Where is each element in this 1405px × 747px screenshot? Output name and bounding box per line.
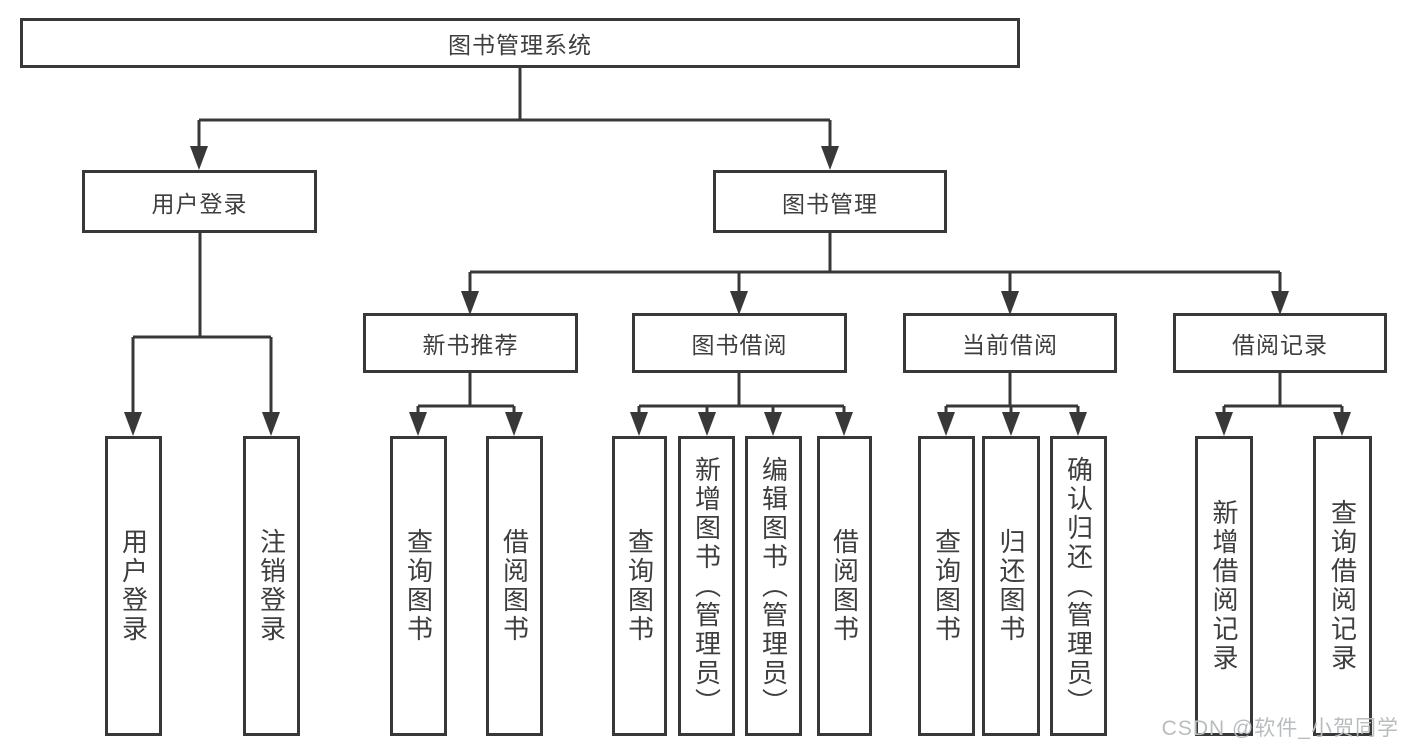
leaf-user-login: 用户登录 xyxy=(105,436,162,736)
node-user-login: 用户登录 xyxy=(82,170,317,233)
arrow-down-icon xyxy=(698,412,716,436)
arrow-down-icon xyxy=(262,412,280,436)
node-current-borrowing: 当前借阅 xyxy=(903,313,1117,373)
node-new-book-recommendation: 新书推荐 xyxy=(363,313,578,373)
arrow-down-icon xyxy=(1069,412,1087,436)
node-book-management: 图书管理 xyxy=(713,170,947,233)
leaf-borrow-book: 借阅图书 xyxy=(817,436,872,736)
leaf-add-book-admin: 新增图书（管理员） xyxy=(678,436,735,736)
arrow-down-icon xyxy=(1001,291,1019,315)
leaf-edit-book-admin: 编辑图书（管理员） xyxy=(745,436,802,736)
arrow-down-icon xyxy=(409,412,427,436)
arrow-down-icon xyxy=(1271,291,1289,315)
arrow-down-icon xyxy=(190,146,208,170)
leaf-logout: 注销登录 xyxy=(243,436,300,736)
arrow-down-icon xyxy=(461,291,479,315)
arrow-down-icon xyxy=(821,146,839,170)
arrow-down-icon xyxy=(937,412,955,436)
arrow-down-icon xyxy=(1215,412,1233,436)
leaf-query-book: 查询图书 xyxy=(612,436,667,736)
arrow-down-icon xyxy=(630,412,648,436)
leaf-query-book: 查询图书 xyxy=(390,436,447,736)
arrow-down-icon xyxy=(1333,412,1351,436)
leaf-query-borrow-record: 查询借阅记录 xyxy=(1313,436,1372,736)
arrow-down-icon xyxy=(505,412,523,436)
arrow-down-icon xyxy=(124,412,142,436)
leaf-confirm-return-admin: 确认归还（管理员） xyxy=(1050,436,1107,736)
node-book-borrowing: 图书借阅 xyxy=(632,313,847,373)
node-library-management-system: 图书管理系统 xyxy=(20,18,1020,68)
arrow-down-icon xyxy=(835,412,853,436)
arrow-down-icon xyxy=(1002,412,1020,436)
leaf-add-borrow-record: 新增借阅记录 xyxy=(1195,436,1253,736)
arrowhead-icons xyxy=(124,146,1351,436)
leaf-return-book: 归还图书 xyxy=(982,436,1040,736)
arrow-down-icon xyxy=(730,291,748,315)
leaf-borrow-book: 借阅图书 xyxy=(486,436,543,736)
leaf-query-book: 查询图书 xyxy=(918,436,975,736)
arrow-down-icon xyxy=(764,412,782,436)
node-borrow-records: 借阅记录 xyxy=(1173,313,1387,373)
connector-shafts xyxy=(131,68,1344,416)
